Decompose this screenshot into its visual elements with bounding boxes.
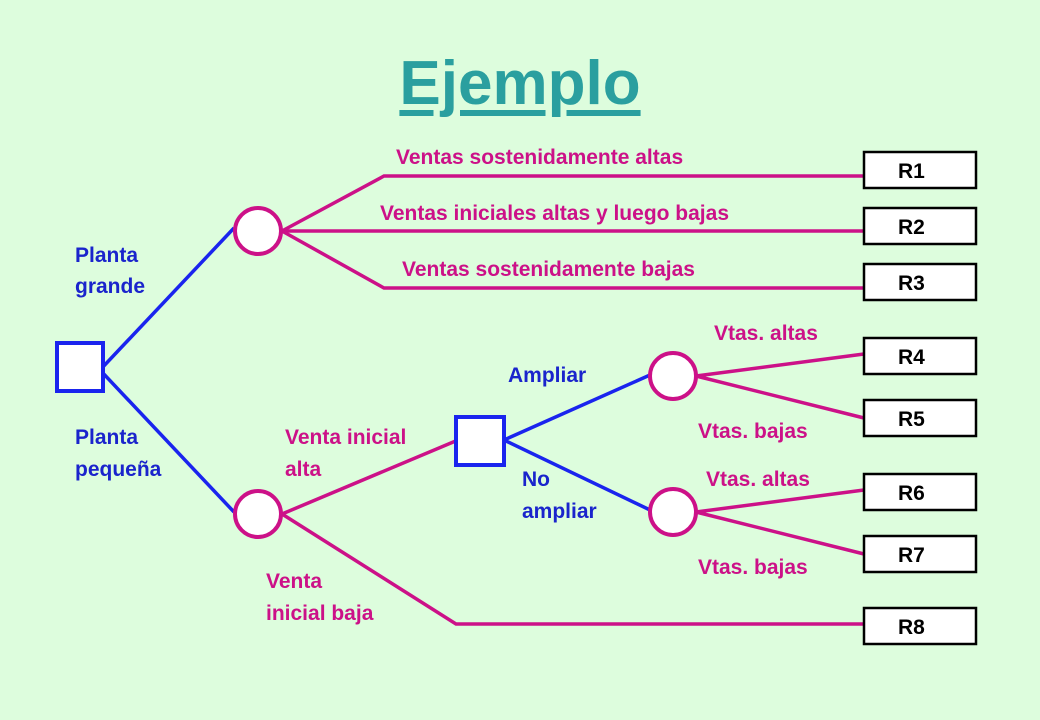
label-ampliar: Ampliar bbox=[508, 364, 586, 387]
label-venta-inicial-baja-2: inicial baja bbox=[266, 602, 374, 625]
branch-planta-grande bbox=[98, 226, 236, 372]
chance-node-planta-pequena bbox=[233, 489, 283, 539]
branch-sostenidamente-altas bbox=[281, 174, 864, 233]
svg-text:R8: R8 bbox=[898, 616, 925, 639]
result-r3: R3 bbox=[862, 262, 978, 302]
branch-ampliar bbox=[503, 373, 651, 442]
result-r2: R2 bbox=[862, 206, 978, 246]
label-planta-pequena-2: pequeña bbox=[75, 458, 162, 481]
branch-vtas-bajas-1 bbox=[695, 374, 865, 420]
branch-planta-pequena bbox=[98, 368, 236, 514]
branch-venta-inicial-baja bbox=[281, 512, 864, 626]
svg-text:R1: R1 bbox=[898, 160, 925, 183]
label-vtas-bajas-1: Vtas. bajas bbox=[698, 420, 808, 443]
label-vtas-altas-2: Vtas. altas bbox=[706, 468, 810, 491]
chance-node-no-ampliar bbox=[648, 487, 698, 537]
label-venta-inicial-alta-1: Venta inicial bbox=[285, 426, 406, 449]
label-sostenidamente-altas: Ventas sostenidamente altas bbox=[396, 146, 683, 169]
label-no-ampliar-2: ampliar bbox=[522, 500, 597, 523]
branch-sostenidamente-bajas bbox=[281, 229, 864, 290]
label-venta-inicial-baja-1: Venta bbox=[266, 570, 322, 593]
svg-text:R7: R7 bbox=[898, 544, 925, 567]
result-r8: R8 bbox=[862, 606, 978, 646]
result-r1: R1 bbox=[862, 150, 978, 190]
result-r6: R6 bbox=[862, 472, 978, 512]
label-planta-pequena-1: Planta bbox=[75, 426, 138, 449]
svg-text:R5: R5 bbox=[898, 408, 925, 431]
chance-node-ampliar bbox=[648, 351, 698, 401]
svg-text:R3: R3 bbox=[898, 272, 925, 295]
label-no-ampliar-1: No bbox=[522, 468, 550, 491]
label-vtas-bajas-2: Vtas. bajas bbox=[698, 556, 808, 579]
result-r4: R4 bbox=[862, 336, 978, 376]
decision-node-ampliar bbox=[454, 415, 506, 467]
decision-node-root bbox=[55, 341, 105, 393]
label-planta-grande-2: grande bbox=[75, 275, 145, 298]
label-iniciales-altas-luego-bajas: Ventas iniciales altas y luego bajas bbox=[380, 202, 729, 225]
svg-text:R2: R2 bbox=[898, 216, 925, 239]
page-title: Ejemplo bbox=[399, 49, 641, 118]
svg-text:R4: R4 bbox=[898, 346, 925, 369]
branch-vtas-bajas-2 bbox=[695, 510, 865, 556]
branch-no-ampliar bbox=[503, 438, 651, 512]
branch-vtas-altas-1 bbox=[695, 352, 865, 378]
label-planta-grande-1: Planta bbox=[75, 244, 138, 267]
result-r7: R7 bbox=[862, 534, 978, 574]
label-sostenidamente-bajas: Ventas sostenidamente bajas bbox=[402, 258, 695, 281]
branch-venta-inicial-alta bbox=[281, 438, 459, 516]
label-venta-inicial-alta-2: alta bbox=[285, 458, 322, 481]
chance-node-planta-grande bbox=[233, 206, 283, 256]
svg-text:R6: R6 bbox=[898, 482, 925, 505]
branch-vtas-altas-2 bbox=[695, 488, 865, 514]
label-vtas-altas-1: Vtas. altas bbox=[714, 322, 818, 345]
result-r5: R5 bbox=[862, 398, 978, 438]
